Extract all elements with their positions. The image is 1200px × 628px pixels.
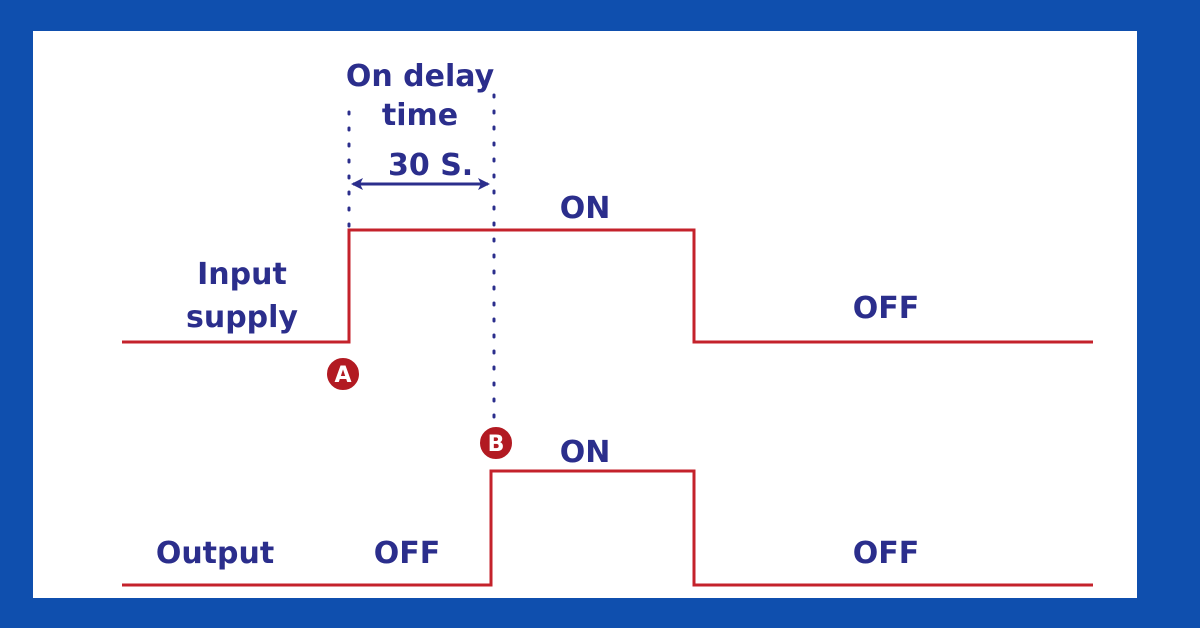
delay-title-line2: time [382,98,458,133]
marker-b-text: B [488,432,505,457]
input-label-line2: supply [186,300,298,335]
marker-a: A [325,356,361,392]
delay-title-line1: On delay [346,59,495,94]
output-waveform [122,469,1093,587]
diagram-panel [33,31,1137,598]
marker-a-text: A [334,363,351,388]
delay-duration-label: 30 S. [388,148,473,183]
input-label-line1: Input [197,257,287,292]
marker-b-badge [478,425,514,461]
output-off-before-label: OFF [374,536,441,571]
input-supply-waveform [122,228,1093,344]
input-on-label: ON [560,191,611,226]
output-on-label: ON [560,435,611,470]
output-off-after-label: OFF [853,536,920,571]
output-label: Output [156,536,274,571]
input-off-label: OFF [853,291,920,326]
marker-a-badge [325,356,361,392]
marker-b: B [478,425,514,461]
